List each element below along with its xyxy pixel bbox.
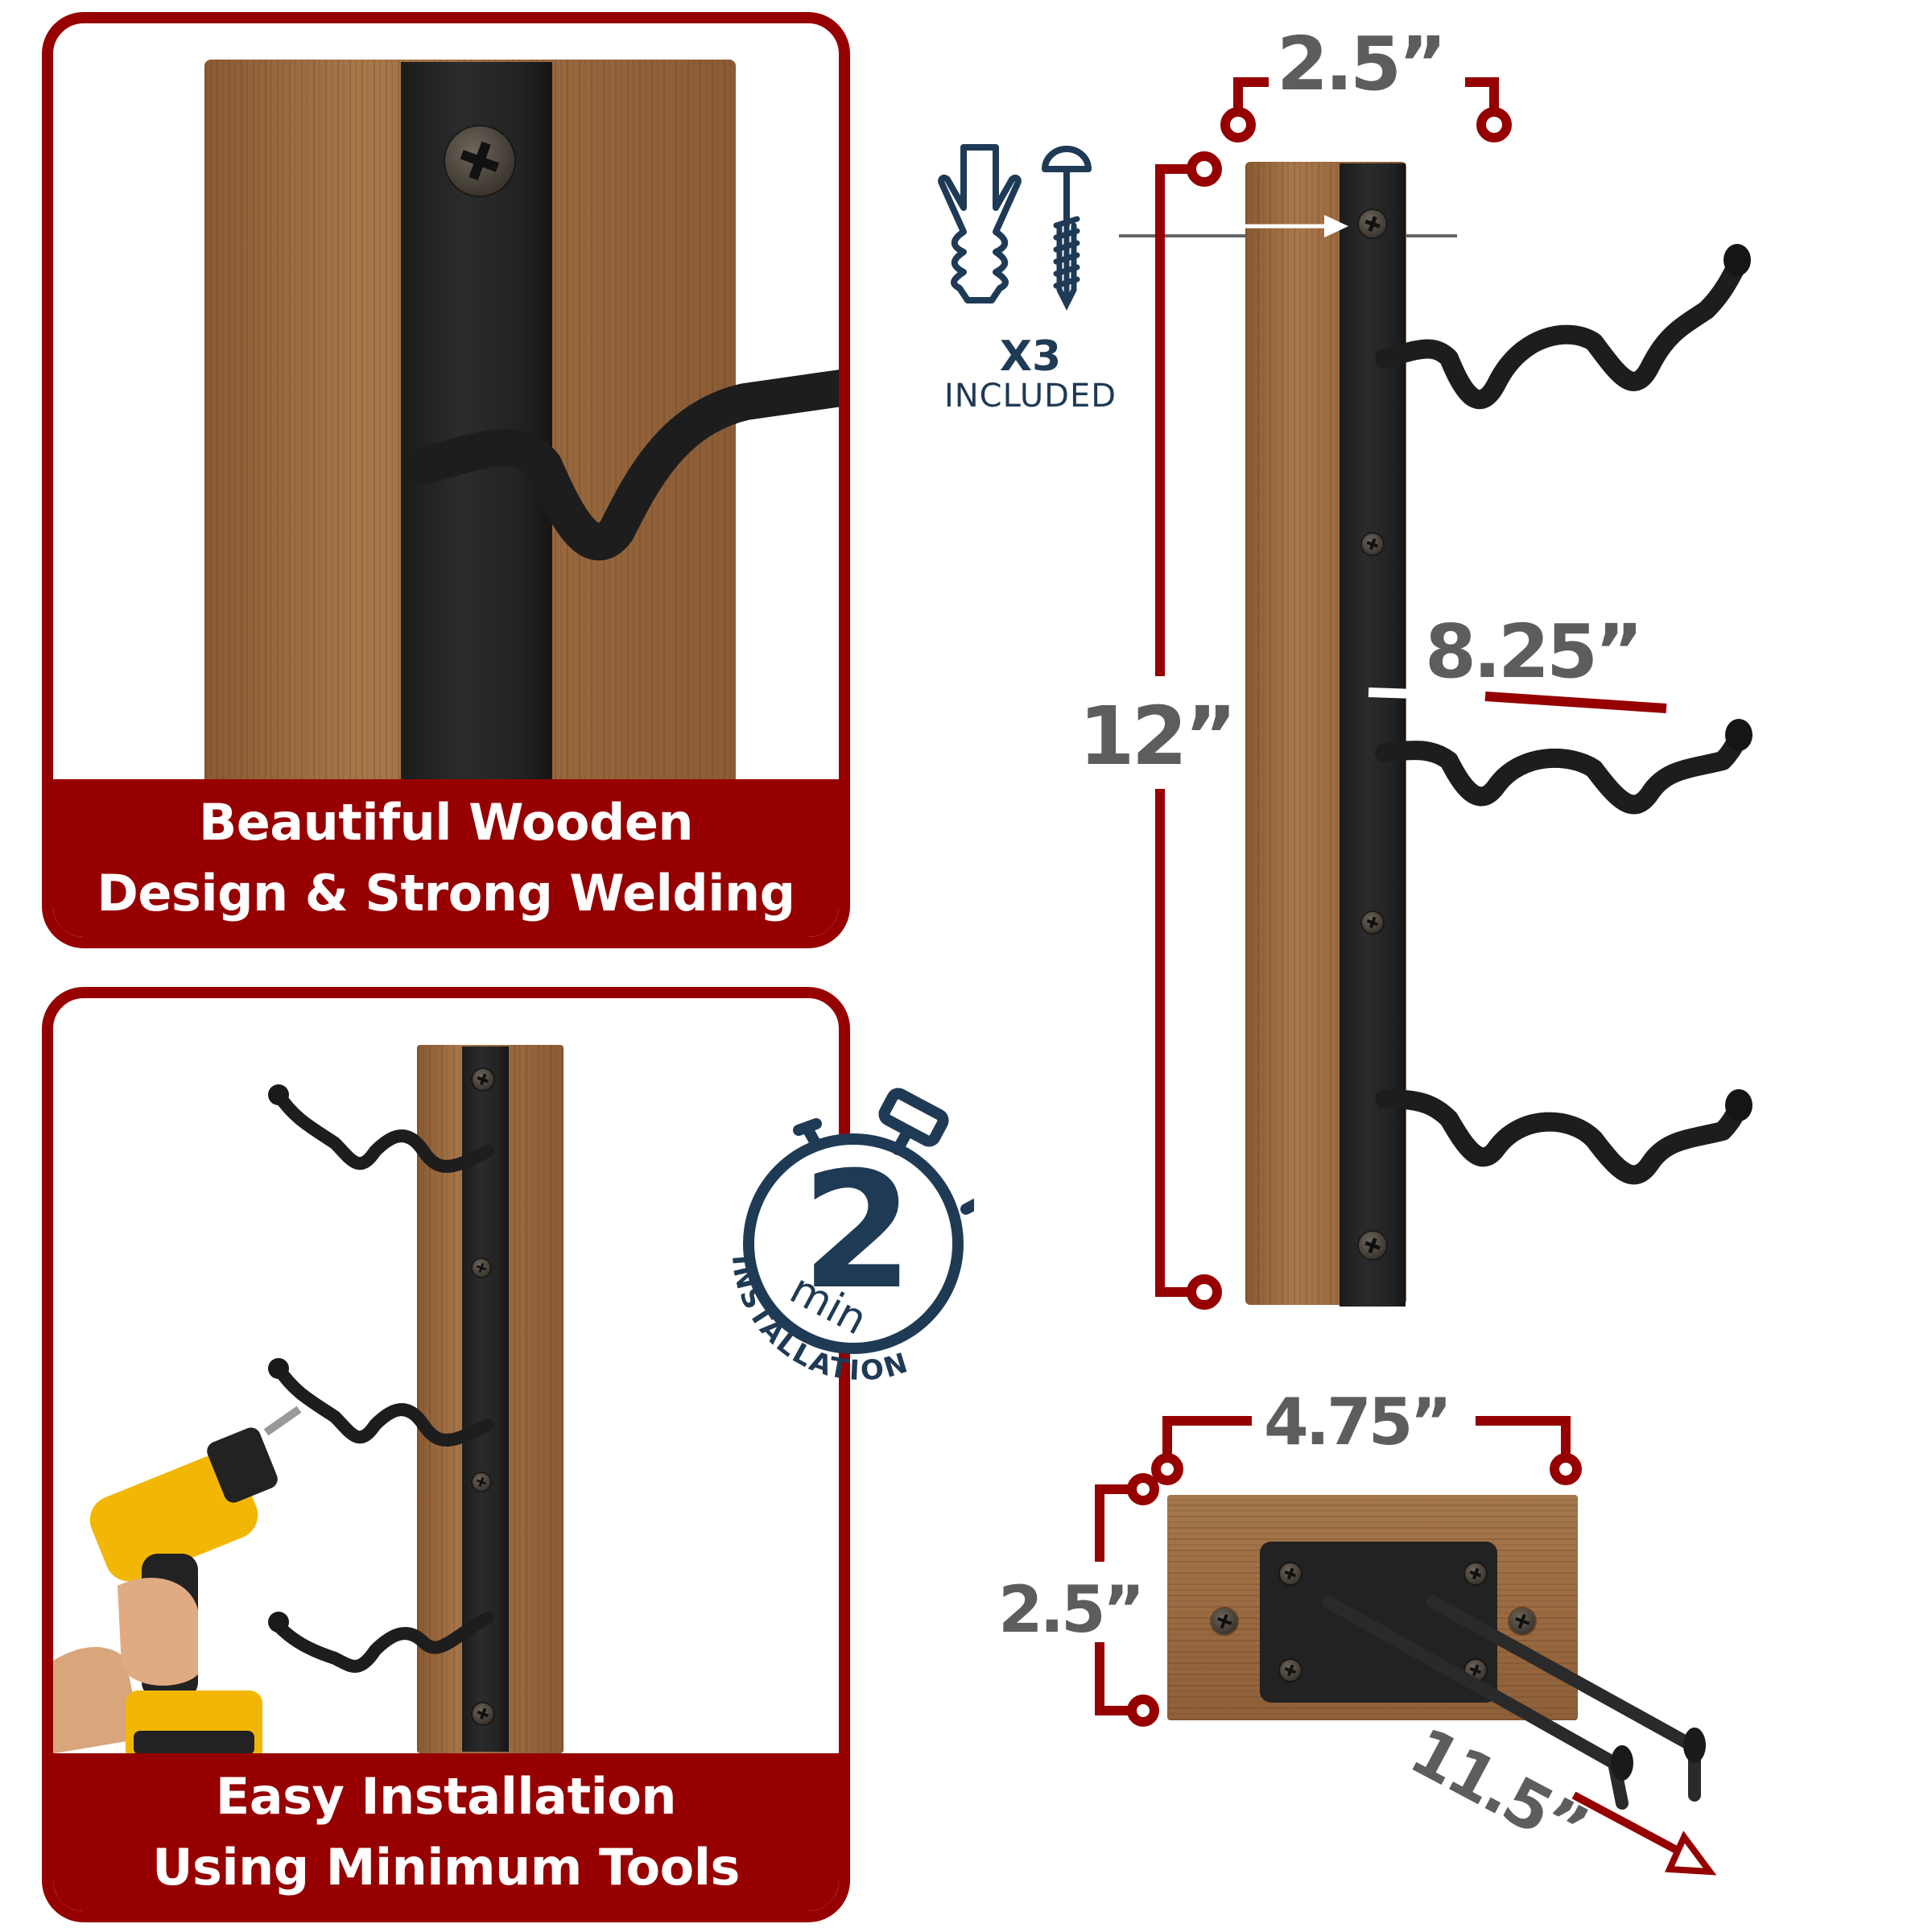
caption-line-2: Design & Strong Welding (97, 864, 795, 923)
screw-icon (1359, 1232, 1386, 1259)
screw-icon (1212, 1608, 1237, 1634)
rack-height-label: 12” (1079, 689, 1237, 783)
caption-line-2: Using Minimum Tools (152, 1838, 740, 1897)
badge-number: 2 (801, 1137, 914, 1325)
support-arms-icon (1322, 1596, 1706, 1810)
screw-icon (1362, 534, 1383, 555)
screw-icon (1280, 1660, 1301, 1681)
arrow-icon (1240, 215, 1348, 237)
screw-icon (1509, 1608, 1535, 1634)
hook-length-label: 8.25” (1425, 609, 1643, 695)
hook-icon (268, 1084, 494, 1173)
hook-icon (268, 1612, 494, 1673)
screw-icon (473, 1703, 493, 1724)
screw-icon (1042, 146, 1092, 311)
screw-icon (473, 1473, 490, 1491)
hook-icon (1375, 719, 1752, 815)
hook-icon (1375, 244, 1751, 410)
power-drill-icon (53, 1406, 302, 1763)
caption-line-1: Easy Installation (215, 1767, 677, 1826)
screw-icon (1362, 912, 1383, 933)
feature-caption: Easy Installation Using Minimum Tools (53, 1753, 839, 1911)
screw-icon (1280, 1563, 1301, 1584)
hook-icon (407, 369, 839, 561)
stopwatch-icon: INSTALLATION (725, 1088, 984, 1388)
feature-panel-easy-installation: Easy Installation Using Minimum Tools (42, 987, 850, 1922)
installation-photo (53, 998, 839, 1763)
feature-panel-wooden-design: Beautiful Wooden Design & Strong Welding (42, 12, 850, 948)
rack-closeup-photo (53, 23, 839, 819)
caption-line-1: Beautiful Wooden (198, 793, 694, 852)
hardware-label: INCLUDED (943, 378, 1117, 415)
screw-icon (1465, 1563, 1486, 1584)
screw-icon (1359, 210, 1386, 237)
mount-height-label: 2.5” (998, 1572, 1145, 1647)
rack-width-label: 2.5” (1277, 21, 1447, 107)
screw-icon (473, 1259, 490, 1277)
mount-width-label: 4.75” (1264, 1385, 1452, 1459)
installation-time-badge: INSTALLATION 2 min (700, 1071, 984, 1393)
feature-caption: Beautiful Wooden Design & Strong Welding (53, 779, 839, 937)
mount-side-view (1163, 1489, 1727, 1892)
hardware-quantity: X3 (999, 332, 1062, 381)
screw-icon (445, 126, 514, 196)
rack-front-view (1240, 157, 1755, 1316)
hook-icon (1375, 1089, 1752, 1185)
wall-anchor-icon (938, 144, 1022, 303)
hook-icon (268, 1358, 494, 1447)
screw-icon (473, 1069, 493, 1090)
